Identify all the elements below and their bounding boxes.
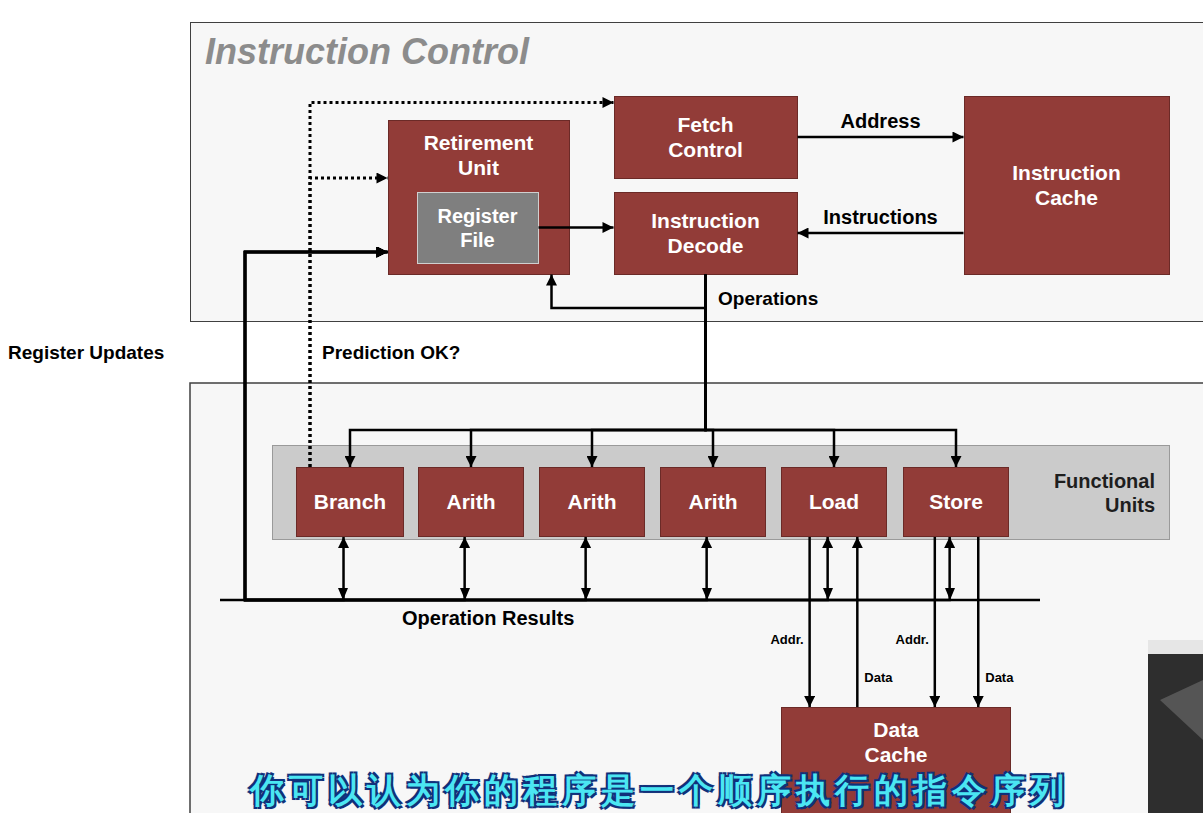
connector: [245, 252, 465, 600]
video-inset: [1148, 640, 1203, 813]
unit-box: Arith: [660, 467, 766, 537]
annotation-label: Register Updates: [8, 342, 164, 365]
edge-label: Data: [985, 670, 1013, 686]
label-holder: 你可以认为你的程序是一个顺序执行的指令序列: [250, 770, 1069, 811]
label-holder: Register Updates: [8, 342, 164, 365]
box-label: Register File: [428, 204, 528, 252]
edge-label: Addr.: [770, 632, 803, 648]
box-label: Arith: [568, 489, 617, 514]
label-holder: Operation Results: [402, 606, 574, 630]
box-label: Load: [809, 489, 859, 514]
connector: [798, 232, 964, 235]
prediction-line: [310, 103, 614, 468]
unit-box: Store: [903, 467, 1009, 537]
process-box: Instruction Decode: [614, 192, 798, 275]
bus-arrowhead: [338, 588, 348, 600]
connector: [934, 537, 937, 707]
connector: [539, 226, 614, 229]
connector: [706, 275, 714, 468]
box-label: Branch: [314, 489, 386, 514]
connector: [706, 275, 957, 468]
connector: [977, 537, 980, 707]
video-frame: [1148, 640, 1203, 654]
box-label: Functional Units: [1035, 469, 1155, 517]
box-label: Arith: [689, 489, 738, 514]
connector: [245, 252, 950, 600]
panel-heading: Instruction Control: [205, 31, 529, 73]
connector: [856, 537, 859, 707]
annotation-label: Prediction OK?: [322, 342, 460, 365]
prediction-line: [310, 178, 388, 467]
video-frame: [1160, 680, 1203, 740]
label-holder: Prediction OK?: [322, 342, 460, 365]
bus-arrowhead: [460, 588, 470, 600]
label-holder: Data: [864, 670, 892, 686]
unit-band: Functional Units Branch Arith Arith Arith Loa…: [272, 445, 1170, 540]
connector: [245, 252, 388, 600]
connector: [245, 252, 586, 600]
edge-label: Address: [840, 109, 920, 133]
bus-arrowhead: [823, 588, 833, 600]
unit-box: Arith: [418, 467, 524, 537]
connector: [245, 252, 707, 600]
label-holder: Operations: [718, 288, 818, 311]
connector: [471, 275, 706, 468]
video-subtitle: 你可以认为你的程序是一个顺序执行的指令序列: [250, 770, 1069, 811]
process-box: Fetch Control: [614, 96, 798, 179]
box-label: Instruction Cache: [992, 160, 1142, 210]
edge-label: Data: [864, 670, 892, 686]
annotation-label: Operation Results: [402, 606, 574, 630]
register-file: Register File: [417, 192, 539, 264]
connector: [808, 537, 811, 707]
connector: [706, 275, 835, 468]
bus-arrowhead: [702, 588, 712, 600]
box-label: Retirement Unit: [409, 130, 549, 180]
box-label: Arith: [447, 489, 496, 514]
control-panel: Instruction ControlRetirement UnitRegist…: [190, 22, 1203, 322]
unit-box: Branch: [296, 467, 404, 537]
edge-label: Addr.: [896, 632, 929, 648]
label-holder: Instructions: [823, 205, 937, 229]
connector: [592, 275, 706, 468]
unit-box: Load: [781, 467, 887, 537]
execution-panel: [190, 383, 1203, 813]
bus-arrowhead: [945, 588, 955, 600]
annotation-label: Operations: [718, 288, 818, 311]
label-holder: Data: [985, 670, 1013, 686]
box-label: Fetch Control: [651, 112, 761, 162]
edge-label: Instructions: [823, 205, 937, 229]
bus-arrowheads: [338, 588, 955, 600]
box-label: Store: [929, 489, 983, 514]
connector: [552, 275, 706, 309]
retirement-unit: Retirement UnitRegister File: [388, 120, 570, 275]
box-label: Data Cache: [851, 717, 941, 767]
connector: [245, 252, 828, 600]
video-frame: [1148, 640, 1203, 813]
box-label: Instruction Decode: [636, 208, 776, 258]
bus-arrowhead: [581, 588, 591, 600]
label-holder: Addr.: [896, 632, 929, 648]
connector: [798, 136, 964, 139]
label-holder: Address: [840, 109, 920, 133]
cache-box: Instruction Cache: [964, 96, 1170, 275]
connector: [350, 275, 706, 468]
unit-box: Arith: [539, 467, 645, 537]
label-holder: Addr.: [770, 632, 803, 648]
